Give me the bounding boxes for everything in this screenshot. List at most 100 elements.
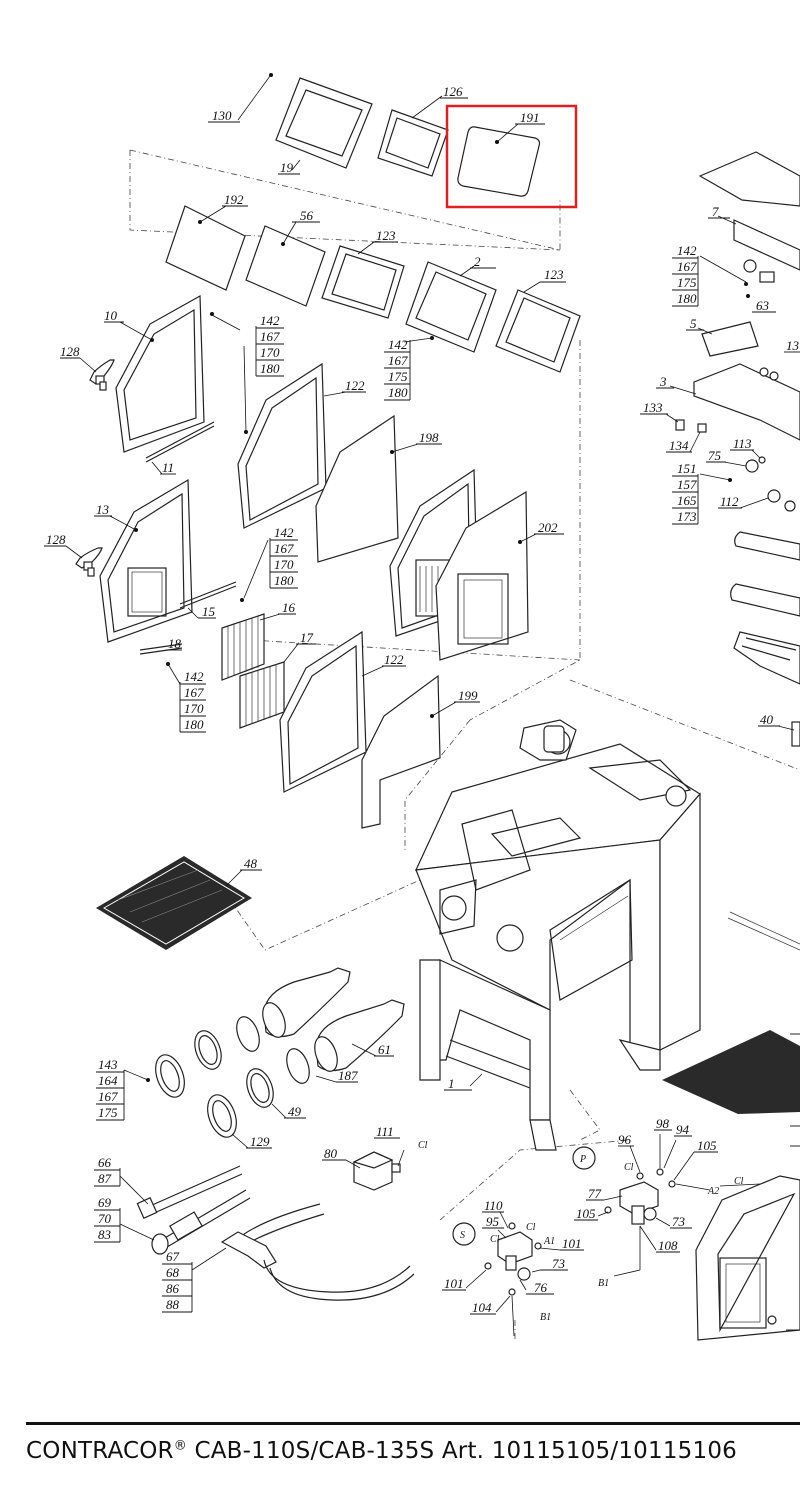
marker-a1: A1 [543, 1236, 555, 1247]
footer-registered-mark: ® [173, 1438, 187, 1454]
label-3: 3 [659, 374, 667, 389]
label-123a: 123 [376, 228, 396, 243]
part-75-113-fittings [706, 449, 766, 473]
label-198: 198 [419, 430, 439, 445]
label-112: 112 [720, 494, 739, 509]
stack-s7-1: 164 [98, 1073, 118, 1088]
stack-s7-3: 175 [98, 1105, 118, 1120]
label-5: 5 [690, 316, 697, 331]
part-2-window-frame [405, 261, 497, 353]
stack-s7-0: 143 [98, 1057, 118, 1072]
stack-s8-1: 87 [98, 1171, 112, 1186]
label-104: 104 [472, 1300, 492, 1315]
part-63-lamp [743, 259, 776, 313]
label-105b: 105 [576, 1206, 596, 1221]
label-16: 16 [282, 600, 296, 615]
stack-s5-2: 170 [274, 557, 294, 572]
label-2: 2 [474, 254, 481, 269]
stack-s6: 142 167 170 180 [166, 662, 206, 733]
stack-s7: 143 164 167 175 [96, 1057, 150, 1121]
label-128b: 128 [46, 532, 66, 547]
stack-s10-2: 86 [166, 1281, 180, 1296]
label-63: 63 [756, 298, 770, 313]
part-199-panel [361, 674, 480, 829]
part-right-door-lower [695, 1125, 800, 1341]
stack-s5-0: 142 [274, 525, 294, 540]
stack-s8-0: 66 [98, 1155, 112, 1170]
marker-cl-1: Cl [418, 1140, 428, 1151]
footer-models: CAB-110S/CAB-135S Art. 10115105/10115106 [194, 1438, 737, 1464]
part-5-plate [686, 321, 759, 357]
label-101b: 101 [444, 1276, 464, 1291]
label-76: 76 [534, 1280, 548, 1295]
label-73b: 73 [552, 1256, 566, 1271]
marker-cl-4: Cl [526, 1222, 536, 1233]
label-18: 18 [168, 636, 182, 651]
part-122-gasket-a [237, 362, 366, 529]
part-191-cover-glass [457, 126, 541, 197]
part-61-gloves [262, 967, 405, 1072]
label-111: 111 [376, 1124, 394, 1139]
marker-cl-5: Cl [490, 1234, 500, 1245]
label-110: 110 [484, 1198, 503, 1213]
part-19-glass-frame [275, 77, 373, 171]
label-48: 48 [244, 856, 258, 871]
label-10: 10 [104, 308, 118, 323]
stack-s5-1: 167 [274, 541, 294, 556]
footer-rule [26, 1422, 800, 1425]
stack-s1-3: 180 [677, 291, 697, 306]
part-3-lamp-housing [656, 363, 800, 441]
stack-s4-3: 173 [677, 509, 697, 524]
part-40 [758, 721, 800, 747]
pneumatic-p-group: P [572, 1129, 761, 1277]
stack-s9-1: 70 [98, 1211, 112, 1226]
stack-s1-1: 167 [677, 259, 697, 274]
right-panels [730, 531, 800, 685]
label-126: 126 [443, 84, 463, 99]
label-202: 202 [538, 520, 558, 535]
door-assembly-mid [389, 468, 564, 661]
label-61: 61 [378, 1042, 391, 1057]
stack-s3-2: 175 [388, 369, 408, 384]
label-15: 15 [202, 604, 216, 619]
label-123b: 123 [544, 267, 564, 282]
part-112-fitting [718, 489, 796, 512]
highlight-box-191 [445, 104, 578, 209]
label-134: 134 [669, 438, 689, 453]
label-75: 75 [708, 448, 722, 463]
marker-s: S [460, 1230, 465, 1241]
part-hoses-gun [94, 1165, 415, 1313]
label-13-right: 13 [786, 338, 800, 353]
stack-s10-1: 68 [166, 1265, 180, 1280]
label-49: 49 [288, 1104, 302, 1119]
label-128a: 128 [60, 344, 80, 359]
rings-left [155, 1016, 358, 1149]
stack-s2: 142 167 170 180 [209, 312, 284, 434]
part-56-sheet [245, 221, 326, 307]
marker-cl-3: Cl [734, 1176, 744, 1187]
stack-s2-3: 180 [260, 361, 280, 376]
part-10-door [60, 294, 215, 475]
marker-b1a: B1 [598, 1278, 609, 1289]
label-80: 80 [324, 1146, 338, 1161]
stack-s3: 142 167 175 180 [384, 336, 434, 401]
part-48-grate-right [662, 1030, 800, 1114]
stack-s4-2: 165 [677, 493, 697, 508]
part-17-slats [239, 643, 316, 729]
label-56: 56 [300, 208, 314, 223]
leaders-top [208, 73, 545, 175]
stack-s2-1: 167 [260, 329, 280, 344]
stack-s9-2: 83 [98, 1227, 112, 1242]
stack-s6-2: 170 [184, 701, 204, 716]
footer-title: CONTRACOR® CAB-110S/CAB-135S Art. 101151… [26, 1438, 737, 1464]
stack-s4: 151 157 165 173 [672, 461, 732, 525]
label-98: 98 [656, 1116, 670, 1131]
footer-brand: CONTRACOR [26, 1438, 174, 1464]
label-101a: 101 [562, 1236, 582, 1251]
label-191: 191 [520, 110, 540, 125]
assembly-guide-lines [129, 149, 800, 1340]
label-7: 7 [712, 204, 719, 219]
stack-s1-0: 142 [677, 243, 697, 258]
stack-s3-3: 180 [388, 385, 408, 400]
